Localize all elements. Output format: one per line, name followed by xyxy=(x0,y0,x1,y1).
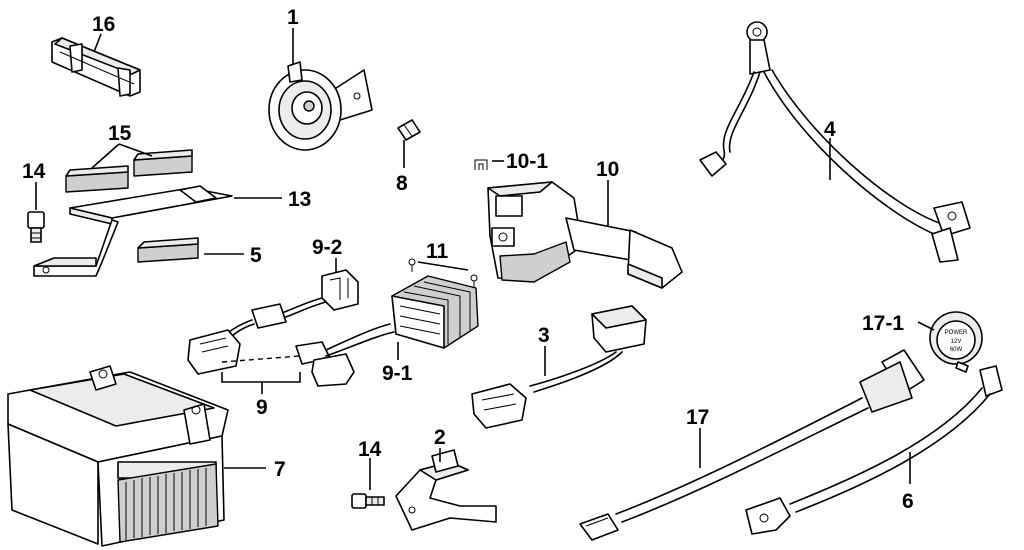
callout-9: 9 xyxy=(221,372,301,419)
part-4-cable xyxy=(699,21,971,263)
callout-6: 6 xyxy=(902,452,914,513)
part-15-pads xyxy=(65,149,193,193)
svg-text:10-1: 10-1 xyxy=(506,150,548,173)
callout-2: 2 xyxy=(434,426,446,462)
part-2-bracket xyxy=(395,449,497,531)
svg-text:10: 10 xyxy=(596,158,619,181)
battery-ribs xyxy=(117,463,219,543)
svg-text:2: 2 xyxy=(434,426,446,449)
callout-10-1: 10-1 xyxy=(492,150,548,173)
callout-15: 15 xyxy=(91,122,153,169)
callout-14-bottom: 14 xyxy=(358,438,382,490)
callout-17: 17 xyxy=(686,406,709,468)
svg-text:17: 17 xyxy=(686,406,709,429)
svg-text:12V: 12V xyxy=(951,339,962,345)
part-17-socket-cable xyxy=(579,349,925,541)
callout-11: 11 xyxy=(417,240,469,271)
callout-7: 7 xyxy=(224,458,286,481)
part-6-ground-cable xyxy=(745,365,1003,535)
part-1-horn xyxy=(268,61,373,151)
callout-9-2: 9-2 xyxy=(312,236,342,259)
part-7-battery xyxy=(7,365,229,547)
svg-text:8: 8 xyxy=(396,172,408,195)
svg-text:9-2: 9-2 xyxy=(312,236,342,259)
callout-4: 4 xyxy=(824,118,836,180)
part-11-regulator xyxy=(391,258,479,349)
part-8-screw xyxy=(397,119,421,141)
part-13-mounting-plate xyxy=(33,185,233,277)
svg-text:9-1: 9-1 xyxy=(382,362,413,385)
svg-text:16: 16 xyxy=(92,13,115,36)
svg-text:17-1: 17-1 xyxy=(862,312,904,335)
part-10-relay xyxy=(487,181,683,289)
part-5-pad xyxy=(137,237,199,263)
part-14-bolt-bottom xyxy=(351,493,385,509)
callout-5: 5 xyxy=(204,244,262,267)
part-14-bolt-left xyxy=(27,211,45,243)
svg-text:11: 11 xyxy=(426,240,449,263)
callout-3: 3 xyxy=(538,324,550,376)
svg-text:5: 5 xyxy=(250,244,262,267)
callout-1: 1 xyxy=(287,6,299,64)
part-17-1-socket-cap: POWER 12V 60W xyxy=(929,311,983,373)
callout-8: 8 xyxy=(396,140,408,195)
callout-13: 13 xyxy=(234,188,311,211)
svg-text:1: 1 xyxy=(287,6,299,29)
svg-text:6: 6 xyxy=(902,490,914,513)
part-16-bracket-clip xyxy=(51,37,141,97)
part-10-1-clip xyxy=(474,159,488,170)
callout-14-left: 14 xyxy=(22,160,46,210)
svg-text:14: 14 xyxy=(358,438,382,461)
callout-10: 10 xyxy=(596,158,619,226)
callout-16: 16 xyxy=(92,13,115,53)
svg-text:13: 13 xyxy=(288,188,311,211)
callout-9-1: 9-1 xyxy=(382,342,413,385)
callout-17-1: 17-1 xyxy=(862,312,935,335)
svg-text:15: 15 xyxy=(108,122,132,145)
part-3-connector-cable xyxy=(471,305,647,429)
svg-text:60W: 60W xyxy=(950,347,963,353)
svg-text:7: 7 xyxy=(274,458,286,481)
part-9-harness xyxy=(187,269,395,387)
svg-text:14: 14 xyxy=(22,160,46,183)
svg-text:3: 3 xyxy=(538,324,550,347)
svg-text:4: 4 xyxy=(824,118,836,141)
svg-text:9: 9 xyxy=(256,396,268,419)
svg-text:POWER: POWER xyxy=(945,330,968,336)
